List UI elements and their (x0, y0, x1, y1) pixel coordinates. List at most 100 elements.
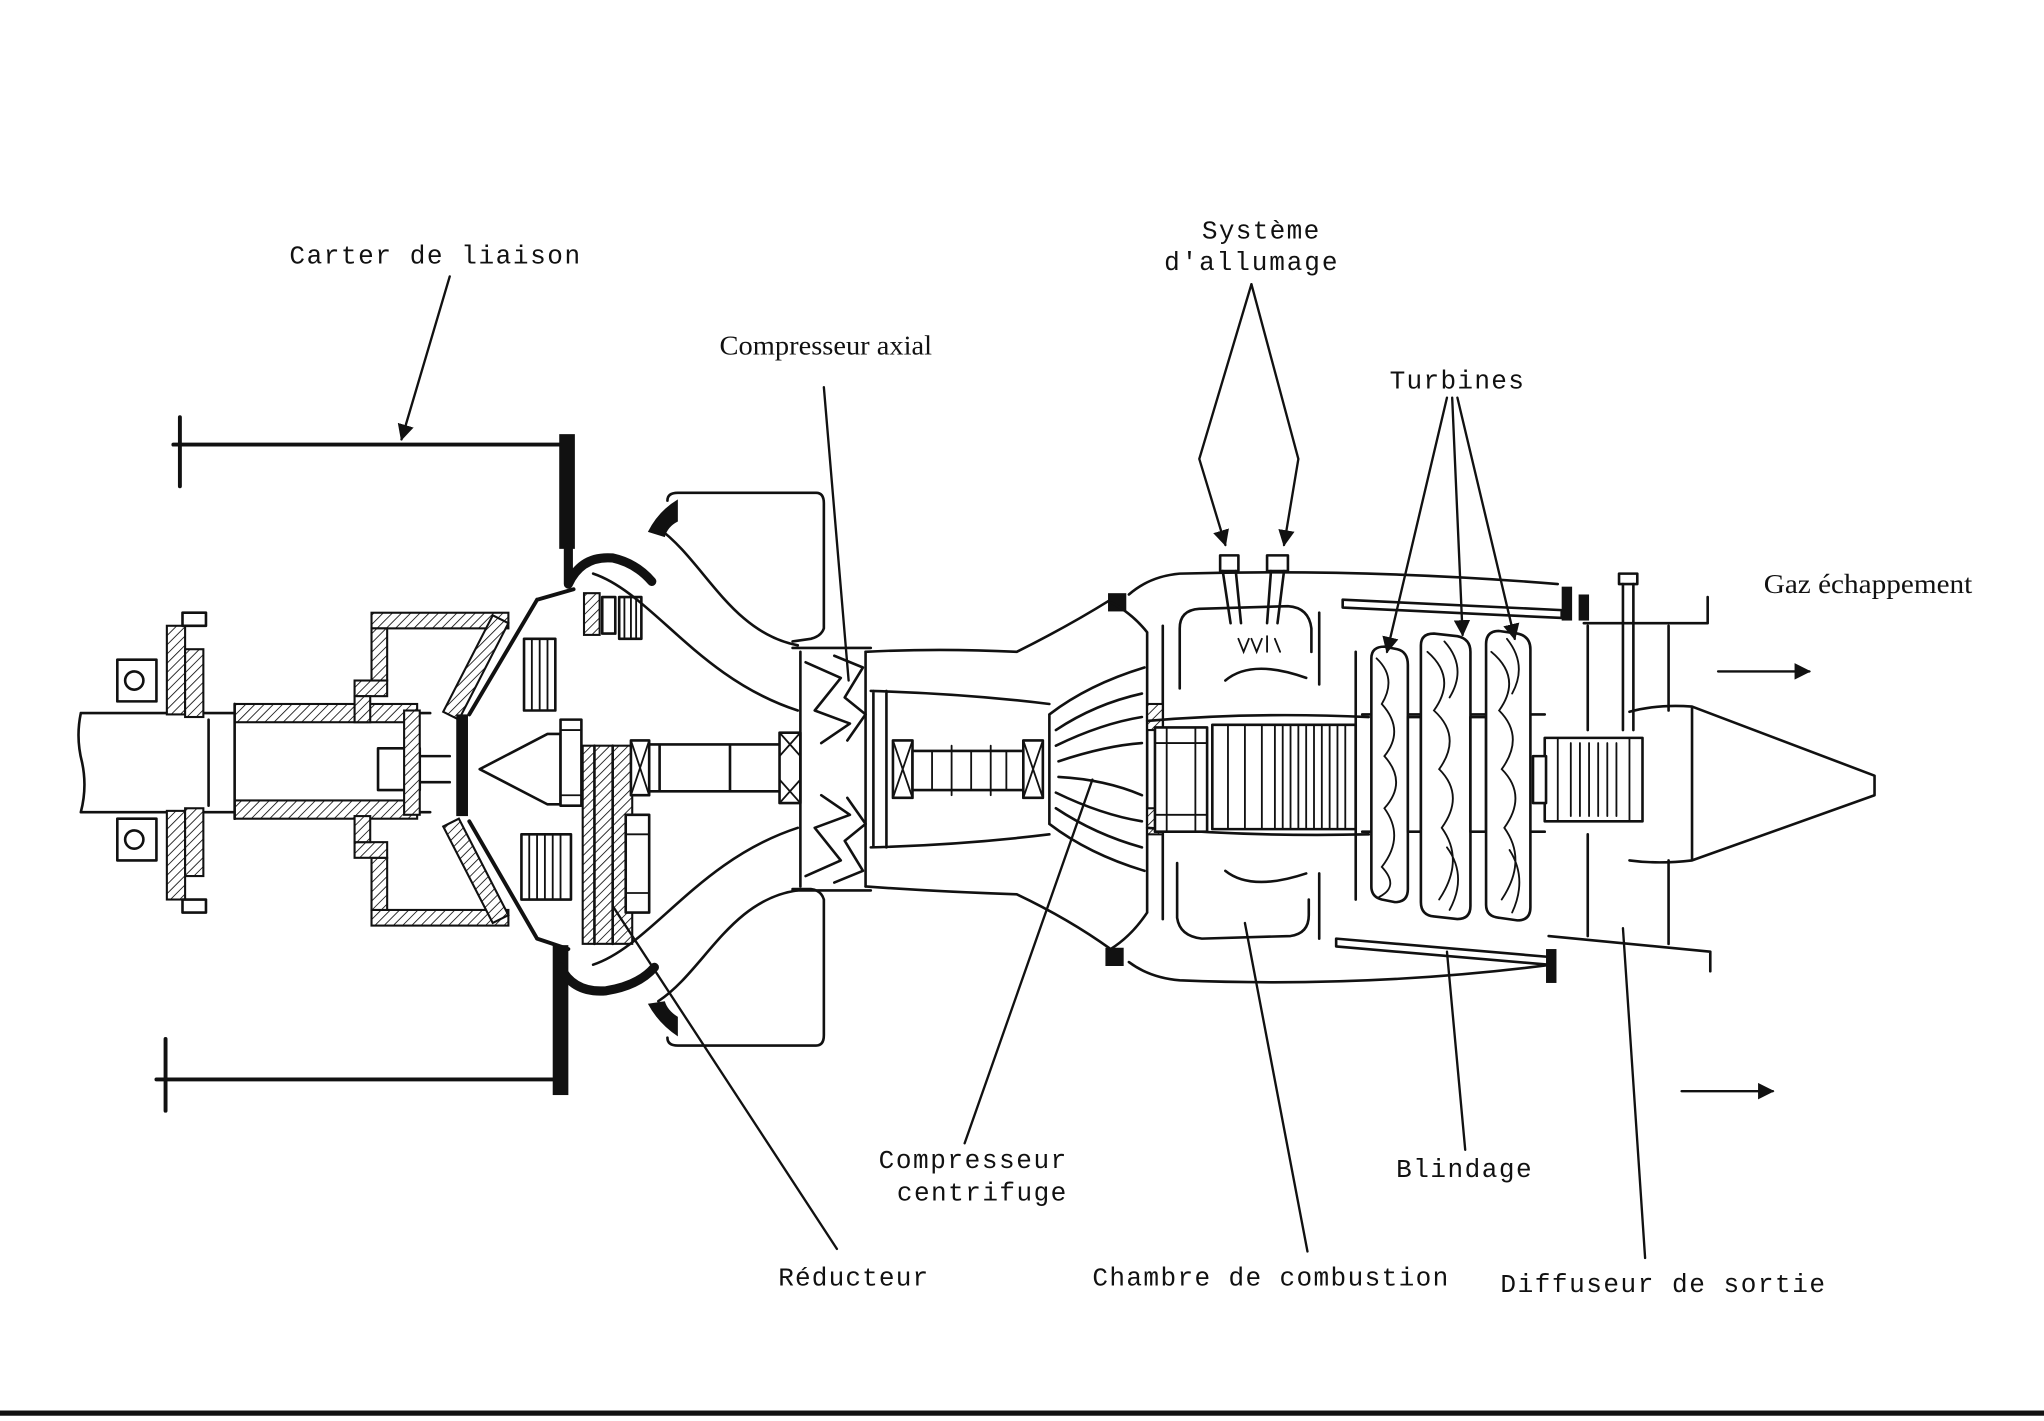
label-diffuseur-de-sortie: Diffuseur de sortie (1500, 1270, 1825, 1300)
ignition-plugs (1218, 554, 1290, 655)
rear-flange-top-b (1578, 594, 1590, 621)
upper-duct-walls (591, 526, 800, 712)
lower-duct-walls (591, 826, 800, 1003)
reducteur-lower-block (624, 813, 651, 914)
igniter-2-cap (1265, 554, 1290, 573)
housing-lower-diagonal (441, 817, 510, 925)
housing-inner-wall (403, 709, 421, 816)
shaft-flange-upper-a (165, 624, 187, 716)
leader-line-compresseur-axial (822, 386, 850, 682)
turbine-disk-1-blades (1375, 657, 1397, 898)
shaft-sleeve-lower (233, 799, 419, 820)
leader-line-diffuseur-de-sortie (1621, 927, 1647, 1260)
label-chambre-de-combustion: Chambre de combustion (1092, 1263, 1448, 1293)
shaft-flange-tab-top (181, 611, 208, 628)
middle-shaft-body (911, 749, 1025, 792)
carter-top-flange (559, 434, 575, 549)
reducteur-lower-lines (624, 833, 651, 894)
shaft-sleeve-ends (207, 702, 236, 820)
housing-top-foot (353, 695, 372, 724)
labels: Carter de liaison Compresseur axial Syst… (289, 217, 1972, 1300)
top-gear-cluster-b (600, 595, 617, 635)
compressor-outer-casing (864, 598, 1112, 951)
leader-line-compresseur-centrifuge (963, 778, 1094, 1145)
axial-compressor-casing (791, 646, 873, 892)
bottom-rule (0, 1410, 2044, 1416)
leader-line-reducteur (611, 904, 839, 1251)
combustion-chamber (1127, 571, 1560, 984)
leader-line-systeme-allumage-left (1198, 283, 1253, 547)
combustion-drum (1211, 723, 1358, 831)
label-systeme-allumage-line2: d'allumage (1164, 248, 1337, 278)
carter-bottom-flange (552, 945, 569, 1096)
housing-black-bar (456, 714, 468, 817)
label-carter-de-liaison: Carter de liaison (289, 241, 580, 271)
label-systeme-allumage-line1: Système (1202, 217, 1319, 247)
gearbox-cover-outline (467, 587, 576, 952)
leader-line-chambre-de-combustion (1243, 921, 1309, 1253)
shaft-flange-lower-b (184, 807, 205, 878)
axial-compressor (791, 593, 1127, 966)
leader-line-carter-de-liaison (397, 275, 451, 441)
shaft-flange-lower-a (165, 809, 187, 901)
combustion-liner-bottom (1175, 861, 1311, 940)
blindage-bottom-plate (1334, 937, 1550, 966)
turbine-disk-3-blades (1490, 637, 1521, 914)
upper-intake-lip (647, 499, 678, 538)
housing-top-drop (370, 627, 389, 682)
casing-mount-top (1108, 593, 1127, 612)
middle-shaft-steps (931, 744, 1008, 797)
casing-mount-bottom (1105, 947, 1124, 966)
carter-bottom-lip (555, 962, 659, 996)
reducteur-bearing-cross (630, 739, 651, 797)
label-blindage: Blindage (1396, 1155, 1532, 1185)
impeller-blades (1054, 692, 1144, 849)
nose-cone (478, 732, 562, 806)
leader-line-turbines-1 (1382, 396, 1449, 654)
main-shaft (647, 731, 802, 805)
leader-line-systeme-allumage-right (1250, 283, 1300, 547)
rear-flange-bottom (1546, 949, 1557, 983)
igniter-1-body (1221, 569, 1243, 625)
centrifugal-compressor (1048, 601, 1165, 951)
lower-bearing-hole (123, 829, 145, 850)
lower-gear-teeth (528, 833, 562, 901)
compressor-flow-path (869, 689, 1051, 849)
middle-bearing-rear-cross (1022, 739, 1044, 799)
middle-bearing-front-cross (892, 739, 914, 799)
gearbox-bearing (559, 718, 583, 807)
label-gaz-echappement: Gaz échappement (1764, 569, 1973, 599)
leader-line-turbines-2 (1451, 396, 1471, 637)
diffuser-walls (1547, 595, 1712, 973)
exhaust-cone (1628, 704, 1876, 864)
leader-line-blindage (1445, 950, 1467, 1151)
axial-compressor-blades (804, 654, 867, 884)
rear-pipe (1621, 582, 1635, 732)
reducteur-gear-stack (581, 744, 634, 945)
combustion-bearing-lines (1154, 726, 1209, 833)
lower-intake-plenum (666, 887, 826, 1047)
lower-intake-lip (647, 1001, 678, 1037)
turbine-spacer-2 (1469, 715, 1488, 834)
input-shaft (77, 611, 452, 914)
exhaust-diffuser (1547, 595, 1876, 1100)
housing-bottom-step (353, 841, 389, 859)
combustion-inner-lines (1145, 611, 1371, 940)
igniter-1-cap (1218, 554, 1240, 573)
rear-pipe-cap (1617, 572, 1639, 586)
label-compresseur-centrifuge-line1: Compresseur (879, 1146, 1067, 1176)
rear-shaft-coils (1556, 736, 1631, 823)
leader-line-turbines-3 (1456, 396, 1520, 641)
carter-bracket-lines (154, 415, 566, 1113)
turbine-spacer-1 (1406, 715, 1423, 834)
top-gear-cluster-a (582, 592, 601, 636)
top-gear-teeth (623, 596, 638, 640)
housing-bottom-bar (370, 908, 510, 927)
housing-top-bar (370, 611, 510, 630)
impeller-outline (1048, 666, 1146, 873)
shaft-end-rod (418, 754, 452, 784)
air-intake (591, 491, 826, 1047)
turbine-disk-2-blades (1426, 640, 1459, 911)
rear-shaft-housing (1543, 736, 1644, 823)
label-compresseur-axial: Compresseur axial (720, 331, 933, 361)
